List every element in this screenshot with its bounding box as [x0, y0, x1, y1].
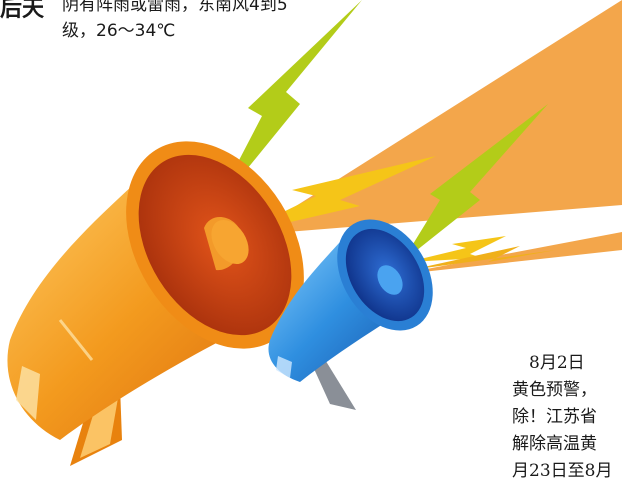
lightning-bolt-icon	[410, 246, 556, 270]
article-line: 月23日至8月	[512, 461, 613, 481]
forecast-line: 级，26～34℃	[62, 21, 176, 41]
forecast-text: 阴有阵雨或雷雨，东南风4到5 级，26～34℃	[62, 0, 392, 44]
lightning-bolt-icon	[402, 104, 548, 262]
day-label: 后天	[0, 0, 45, 22]
forecast-line: 阴有阵雨或雷雨，东南风4到5	[62, 0, 288, 15]
lightning-bolt-icon	[238, 156, 436, 234]
small-blue-megaphone-icon	[268, 219, 433, 410]
lightning-bolt-icon	[212, 0, 362, 212]
lightning-bolt-icon	[408, 236, 506, 262]
article-line: 除！江苏省	[512, 407, 597, 427]
sound-beam-large	[250, 0, 622, 235]
large-orange-megaphone-icon	[7, 141, 304, 466]
article-line: 解除高温黄	[512, 434, 597, 454]
article-excerpt: 8月2日 黄色预警， 除！江苏省 解除高温黄 月23日至8月	[512, 350, 622, 485]
article-line: 8月2日	[512, 353, 585, 373]
article-line: 黄色预警，	[512, 380, 597, 400]
